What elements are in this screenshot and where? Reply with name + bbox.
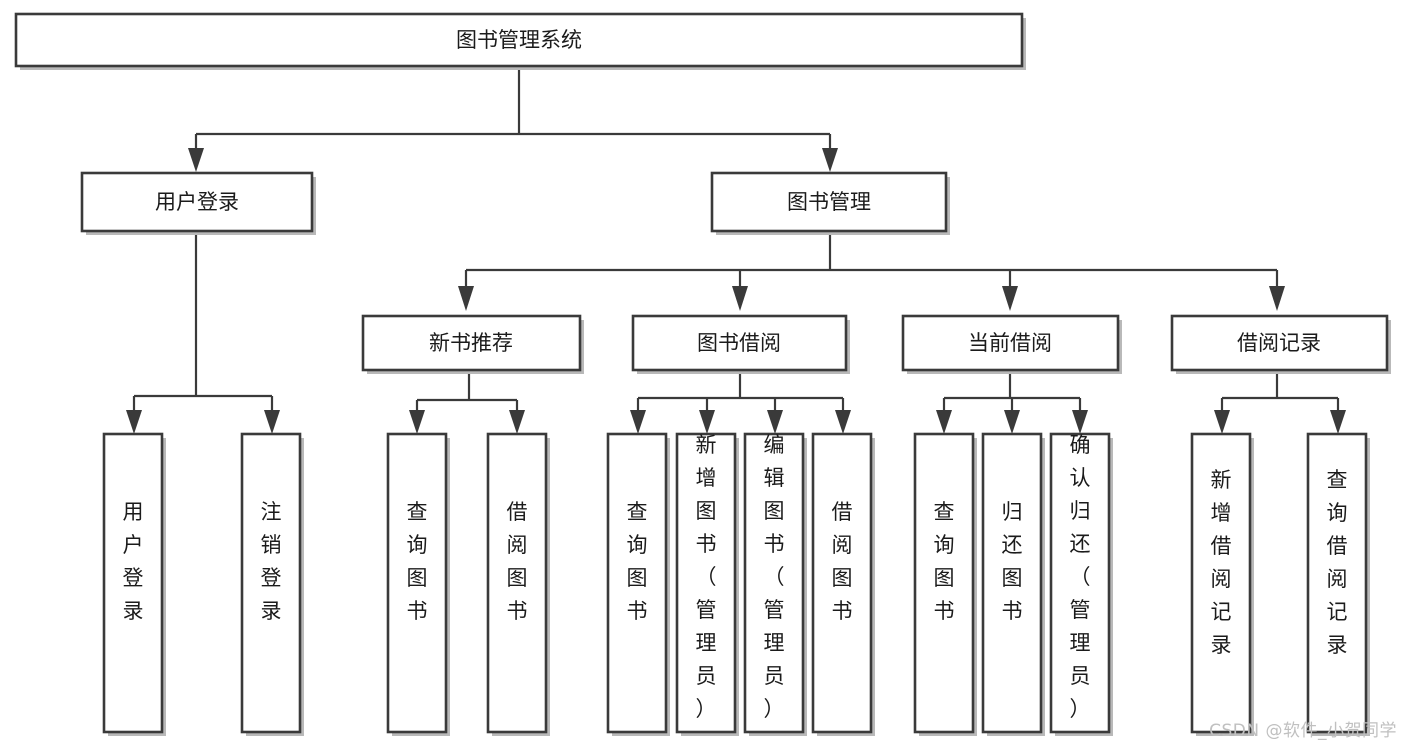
leaf-nb-0-label: 查询图书 xyxy=(407,500,428,623)
leaf-new-book-1[interactable]: 借阅图书 xyxy=(486,432,550,736)
node-new-book-recommend[interactable]: 新书推荐 xyxy=(361,314,584,374)
connector-group-borrow-record xyxy=(1214,374,1346,434)
node-book-borrow[interactable]: 图书借阅 xyxy=(631,314,850,374)
node-user-login-label: 用户登录 xyxy=(155,190,239,214)
node-new-book-box[interactable] xyxy=(361,314,582,372)
leaf-ul-1-box[interactable] xyxy=(240,432,302,734)
leaf-bb-0-label: 查询图书 xyxy=(627,500,648,623)
leaf-user-login-0[interactable]: 用户登录 xyxy=(102,432,166,736)
leaf-ul-1-label: 注销登录 xyxy=(261,500,282,623)
leaf-cb-1-label: 归还图书 xyxy=(1002,500,1023,623)
leaf-borrow-record-1[interactable]: 查询借阅记录 xyxy=(1306,432,1370,736)
arrowhead-bm-c2 xyxy=(732,286,748,311)
node-user-login-box[interactable] xyxy=(80,171,314,233)
leaf-book-borrow-1[interactable]: 新增图书（管理员） xyxy=(675,432,739,736)
leaf-book-borrow-0[interactable]: 查询图书 xyxy=(606,432,670,736)
leaf-borrow-record-0[interactable]: 新增借阅记录 xyxy=(1190,432,1254,736)
arrowhead-book-manage xyxy=(822,148,838,172)
arrowhead-bb-c4 xyxy=(835,410,851,434)
leaf-nb-0-box[interactable] xyxy=(386,432,448,734)
connector-group-root xyxy=(188,66,838,172)
leaf-ul-0-label: 用户登录 xyxy=(123,500,144,623)
node-new-book-label: 新书推荐 xyxy=(429,331,513,355)
arrowhead-user-login xyxy=(188,148,204,172)
connector-group-new-book xyxy=(409,374,525,434)
arrowhead-bb-c2 xyxy=(699,410,715,434)
node-book-borrow-label: 图书借阅 xyxy=(697,331,781,355)
node-book-borrow-box[interactable] xyxy=(631,314,848,372)
leaf-cb-2-label: 确认归还（管理员） xyxy=(1070,433,1091,721)
leaf-bb-1-box[interactable] xyxy=(675,432,737,734)
connector-group-user-login xyxy=(126,234,280,434)
connector-group-book-borrow xyxy=(630,374,851,434)
leaf-nb-1-box[interactable] xyxy=(486,432,548,734)
arrowhead-cb-c3 xyxy=(1072,410,1088,434)
node-borrow-record[interactable]: 借阅记录 xyxy=(1170,314,1391,374)
connector-group-book-manage xyxy=(458,234,1285,311)
leaf-cb-2-box[interactable] xyxy=(1049,432,1111,734)
leaf-current-borrow-0[interactable]: 查询图书 xyxy=(913,432,977,736)
leaf-book-borrow-2[interactable]: 编辑图书（管理员） xyxy=(743,432,807,736)
arrowhead-bb-c1 xyxy=(630,410,646,434)
node-user-login[interactable]: 用户登录 xyxy=(80,171,316,235)
node-root-box[interactable] xyxy=(14,12,1024,68)
arrowhead-bb-c3 xyxy=(767,410,783,434)
leaf-user-login-1[interactable]: 注销登录 xyxy=(240,432,304,736)
arrowhead-bm-c4 xyxy=(1269,286,1285,311)
connector-group-current-borrow xyxy=(936,374,1088,434)
leaf-current-borrow-2[interactable]: 确认归还（管理员） xyxy=(1049,432,1113,736)
leaf-br-0-label: 新增借阅记录 xyxy=(1211,468,1232,657)
leaf-bb-3-label: 借阅图书 xyxy=(832,500,853,623)
leaf-book-borrow-3[interactable]: 借阅图书 xyxy=(811,432,875,736)
arrowhead-ul-child2 xyxy=(264,410,280,434)
leaf-nb-1-label: 借阅图书 xyxy=(507,500,528,623)
node-current-borrow-box[interactable] xyxy=(901,314,1120,372)
leaf-cb-0-box[interactable] xyxy=(913,432,975,734)
leaf-bb-1-label: 新增图书（管理员） xyxy=(696,433,717,721)
leaf-br-1-label: 查询借阅记录 xyxy=(1327,468,1348,657)
arrowhead-bm-c1 xyxy=(458,286,474,311)
node-book-manage[interactable]: 图书管理 xyxy=(710,171,950,235)
node-borrow-record-box[interactable] xyxy=(1170,314,1389,372)
node-borrow-record-label: 借阅记录 xyxy=(1237,331,1321,355)
arrowhead-br-c1 xyxy=(1214,410,1230,434)
arrowhead-nb-c1 xyxy=(409,410,425,434)
leaf-new-book-0[interactable]: 查询图书 xyxy=(386,432,450,736)
node-root-label: 图书管理系统 xyxy=(456,28,582,52)
leaf-ul-0-box[interactable] xyxy=(102,432,164,734)
arrowhead-ul-child1 xyxy=(126,410,142,434)
leaf-cb-1-box[interactable] xyxy=(981,432,1043,734)
leaf-bb-2-label: 编辑图书（管理员） xyxy=(764,433,785,721)
node-current-borrow-label: 当前借阅 xyxy=(968,331,1052,355)
node-current-borrow[interactable]: 当前借阅 xyxy=(901,314,1122,374)
node-root[interactable]: 图书管理系统 xyxy=(14,12,1026,70)
leaf-cb-0-label: 查询图书 xyxy=(934,500,955,623)
leaf-bb-2-box[interactable] xyxy=(743,432,805,734)
leaf-bb-3-box[interactable] xyxy=(811,432,873,734)
arrowhead-cb-c1 xyxy=(936,410,952,434)
leaf-br-1-box[interactable] xyxy=(1306,432,1368,734)
leaf-current-borrow-1[interactable]: 归还图书 xyxy=(981,432,1045,736)
arrowhead-br-c2 xyxy=(1330,410,1346,434)
leaf-bb-0-box[interactable] xyxy=(606,432,668,734)
node-book-manage-label: 图书管理 xyxy=(787,190,871,214)
arrowhead-bm-c3 xyxy=(1002,286,1018,311)
arrowhead-nb-c2 xyxy=(509,410,525,434)
leaf-br-0-box[interactable] xyxy=(1190,432,1252,734)
node-book-manage-box[interactable] xyxy=(710,171,948,233)
arrowhead-cb-c2 xyxy=(1004,410,1020,434)
